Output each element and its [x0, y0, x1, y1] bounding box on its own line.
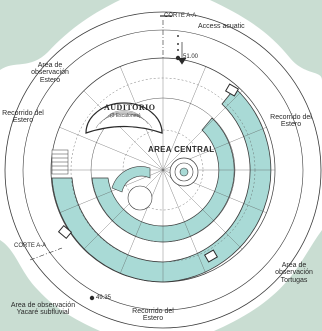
radial-lines	[51, 58, 275, 282]
area-obs-yacare-label: Area de observación Yacaré subfluvial	[10, 302, 76, 317]
recorrido-estero-left-label: Recorrido del Estero	[2, 110, 44, 125]
auditorium-label: AUDITORIO	[104, 103, 156, 112]
inner-room-circle	[127, 185, 153, 211]
elevation-top-label: 51.00	[183, 54, 199, 60]
inner-teal-spiral	[111, 166, 151, 193]
corte-label-top: CORTE A-A	[164, 13, 197, 19]
teal-ring-inner	[91, 117, 235, 243]
entry-markers	[57, 83, 240, 263]
area-obs-estero-label: Area de observación Estero	[31, 62, 69, 84]
access-label: Access acuatic	[198, 23, 245, 30]
auditorium-sub-label: (3 Escalones)	[110, 113, 141, 119]
area-central-label: AREA CENTRAL	[148, 145, 215, 154]
central-core-inner	[179, 167, 189, 177]
recorrido-estero-bottom-label: Recorrido del Estero	[132, 308, 174, 323]
teal-ring-outer	[51, 87, 272, 283]
elevation-marker-bottom	[89, 295, 95, 301]
walkway-dots	[177, 35, 179, 51]
area-obs-tortugas-label: Area de observación Tortugas	[275, 262, 313, 284]
site-outer-ring	[4, 11, 322, 329]
access-marker	[160, 15, 187, 65]
elevation-bottom-label: 49.35	[96, 295, 112, 301]
auditorium-outline	[85, 102, 163, 134]
corte-label-left: CORTE A-A	[14, 243, 47, 249]
stairs-left	[51, 149, 69, 175]
recorrido-estero-right-label: Recorrido del Estero	[270, 114, 312, 129]
landscape-bottom-right	[214, 230, 322, 331]
landscape-bottom-left	[0, 240, 100, 331]
landscape-top-right	[210, 0, 322, 80]
auditorium-seats	[95, 110, 153, 129]
elevation-marker-top	[175, 55, 181, 61]
landscape-top-left	[0, 0, 120, 70]
section-cut	[29, 20, 164, 261]
